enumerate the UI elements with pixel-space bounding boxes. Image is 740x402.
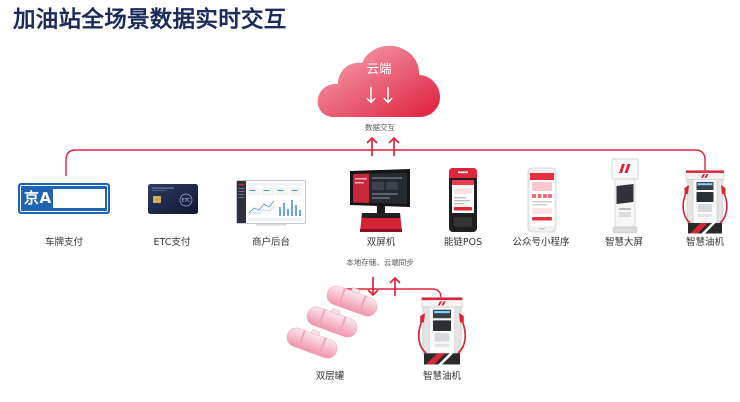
license-plate-icon: 京A· <box>18 183 110 214</box>
handheld-pos-icon <box>449 168 477 232</box>
dual-screen-pos-icon <box>350 169 410 232</box>
arrow-up-icon <box>366 137 378 157</box>
device-label-merchant-backend: 商户后台 <box>251 237 291 248</box>
etc-card-text: ETC <box>182 198 191 204</box>
page-title: 加油站全场景数据实时交互 <box>13 7 287 33</box>
arrow-down-icon <box>383 86 393 104</box>
device-label-plate-pay: 车牌支付 <box>44 237 84 248</box>
device-label-pos: 能链POS <box>443 237 483 248</box>
arrow-up-icon <box>389 277 401 297</box>
data-exchange-label: 数据交互 <box>365 123 395 132</box>
cloud-label: 云端 <box>366 61 392 76</box>
plate-province-text: 京A· <box>24 189 58 207</box>
cloud-icon <box>317 45 440 117</box>
arrow-down-icon <box>367 276 379 296</box>
device-label-smart-dispenser: 智慧油机 <box>685 237 725 248</box>
arrow-down-icon <box>366 86 376 104</box>
local-label-dispenser: 智慧油机 <box>422 371 462 382</box>
double-wall-tank-icon <box>286 285 378 359</box>
mini-program-phone-icon <box>527 167 557 233</box>
smart-kiosk-icon <box>611 158 639 234</box>
plate-number-blank <box>53 189 105 208</box>
merchant-dashboard-icon <box>236 180 306 226</box>
device-label-dual-screen: 双屏机 <box>366 237 396 248</box>
smart-dispenser-icon <box>681 170 729 234</box>
arrow-up-icon <box>388 137 400 157</box>
smart-dispenser-icon <box>416 297 468 365</box>
device-label-mini-program: 公众号小程序 <box>512 237 570 248</box>
local-sync-label: 本地存储、云端同步 <box>346 258 414 267</box>
etc-card-icon: ETC <box>148 184 198 214</box>
cloud-connector-line <box>65 149 706 176</box>
device-label-smart-screen: 智慧大屏 <box>604 237 644 248</box>
local-label-tank: 双层罐 <box>315 371 345 382</box>
device-label-etc-pay: ETC支付 <box>153 237 191 248</box>
